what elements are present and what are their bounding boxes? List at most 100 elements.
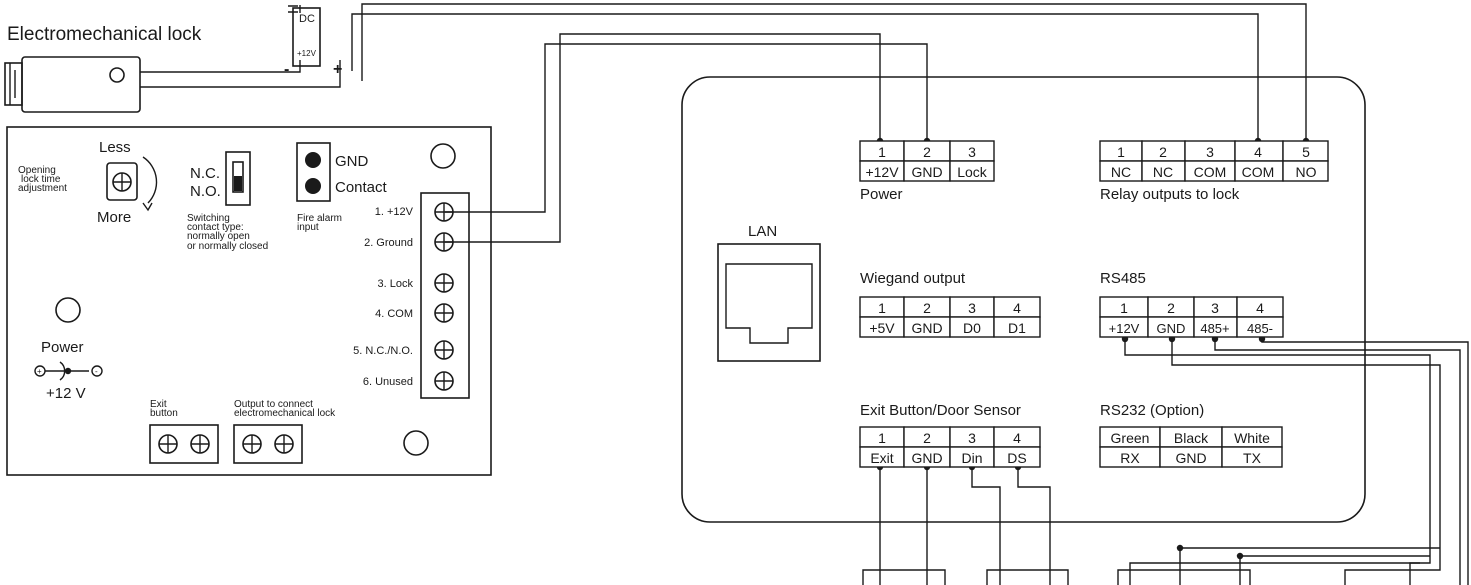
power-pin-name: +12V [865, 164, 899, 180]
lock-title: Electromechanical lock [7, 24, 202, 45]
terminal-screw-icon[interactable] [274, 434, 294, 454]
output-label-2: electromechanical lock [234, 408, 336, 419]
relay-pin: 1 [1117, 144, 1125, 160]
terminal-screw-icon[interactable] [434, 371, 454, 391]
relay-pin: 5 [1302, 144, 1310, 160]
access-reader-board: LAN 1 2 3 +12V GND Lock Power 1 2 3 4 5 … [681, 76, 1366, 523]
exit-sensor-pin-name: Exit [870, 450, 893, 466]
terminal-screw-icon[interactable] [242, 434, 262, 454]
terminal-screw-icon[interactable] [434, 232, 454, 252]
power-minus-sign: - [95, 367, 98, 376]
wiegand-pin-name: D0 [963, 320, 981, 336]
exit-sensor-title: Exit Button/Door Sensor [860, 402, 1021, 419]
adjust-screw-icon[interactable] [112, 172, 132, 192]
rs485-pin-name: +12V [1109, 321, 1140, 336]
rs485-pin-name: 485- [1247, 321, 1273, 336]
wiegand-pin-name: GND [911, 320, 942, 336]
terminal-label: 2. Ground [364, 237, 413, 249]
mounting-hole-icon [403, 430, 429, 456]
power-pin: 2 [923, 144, 931, 160]
rs232-pin-name: TX [1243, 450, 1262, 466]
wiegand-pin: 4 [1013, 300, 1021, 316]
terminal-screw-icon[interactable] [434, 202, 454, 222]
adjust-label-1: Opening [18, 165, 56, 176]
rs232-color: Black [1174, 430, 1209, 446]
rs485-connector: RS485 1 2 3 4 +12V GND 485+ 485- [1099, 270, 1284, 338]
rs485-pin: 3 [1211, 300, 1219, 316]
power-voltage: +12 V [46, 385, 86, 402]
relay-connector-title: Relay outputs to lock [1100, 186, 1240, 203]
exit-sensor-pin-name: Din [961, 450, 982, 466]
power-jack-icon: + - [34, 361, 103, 381]
switch-label-1: Switching [187, 213, 230, 224]
fire-label-2: input [297, 222, 319, 233]
rs232-connector: RS232 (Option) Green Black White RX GND … [1099, 402, 1283, 468]
power-connector-title: Power [860, 186, 903, 203]
switch-label-2: contact type: [187, 222, 244, 233]
mounting-hole-icon [55, 297, 81, 323]
rs485-title: RS485 [1100, 270, 1146, 287]
lan-port-icon[interactable] [717, 243, 821, 362]
terminal-block [420, 192, 470, 399]
relay-pin-name: COM [1242, 164, 1275, 180]
relay-pin-name: NC [1111, 164, 1131, 180]
exit-sensor-pin: 4 [1013, 430, 1021, 446]
power-connector: 1 2 3 +12V GND Lock Power [859, 140, 995, 203]
exit-sensor-connector: Exit Button/Door Sensor 1 2 3 4 Exit GND… [859, 402, 1041, 468]
terminal-screw-icon[interactable] [158, 434, 178, 454]
exit-sensor-pin: 2 [923, 430, 931, 446]
wiegand-pin-name: D1 [1008, 320, 1026, 336]
dc-minus: - [284, 61, 289, 78]
wiegand-pin: 2 [923, 300, 931, 316]
relay-pin: 2 [1159, 144, 1167, 160]
wires [140, 3, 1469, 585]
exit-sensor-pin-name: DS [1007, 450, 1026, 466]
adjust-more: More [97, 209, 131, 226]
relay-pin-name: COM [1194, 164, 1227, 180]
exit-sensor-pin: 3 [968, 430, 976, 446]
terminal-screw-icon[interactable] [434, 340, 454, 360]
terminal-label: 5. N.C./N.O. [353, 345, 413, 357]
lock-screw-icon [109, 67, 125, 83]
terminal-label: 6. Unused [363, 376, 413, 388]
power-pin: 3 [968, 144, 976, 160]
dc-label: DC [299, 13, 315, 25]
rs485-pin-name: 485+ [1200, 321, 1229, 336]
switch-label-4: or normally closed [187, 241, 268, 252]
rs232-color: Green [1111, 430, 1150, 446]
power-plus-sign: + [37, 367, 42, 376]
terminal-screw-icon[interactable] [434, 303, 454, 323]
fire-gnd: GND [335, 153, 369, 170]
rs232-pin-name: GND [1175, 450, 1206, 466]
adjust-less: Less [99, 139, 131, 156]
terminal-screw-icon[interactable] [190, 434, 210, 454]
terminal-screw-icon[interactable] [434, 273, 454, 293]
terminal-label: 4. COM [375, 308, 413, 320]
dc-plus: + [333, 61, 342, 78]
fire-contact-terminal-icon [305, 178, 321, 194]
fire-label-1: Fire alarm [297, 213, 342, 224]
switch-nc: N.C. [190, 165, 220, 182]
terminal-label: 3. Lock [378, 278, 414, 290]
exit-label-2: button [150, 408, 178, 419]
relay-pin: 3 [1206, 144, 1214, 160]
adjust-label-3: adjustment [18, 183, 67, 194]
power-pin-name: GND [911, 164, 942, 180]
contact-type-switch[interactable] [225, 151, 251, 206]
terminal-label: 1. +12V [375, 206, 414, 218]
rs485-pin-name: GND [1157, 321, 1186, 336]
dc-voltage: +12V [297, 49, 317, 58]
exit-label-1: Exit [150, 399, 167, 410]
rs232-title: RS232 (Option) [1100, 402, 1204, 419]
relay-pin-name: NC [1153, 164, 1173, 180]
exit-sensor-pin-name: GND [911, 450, 942, 466]
dc-supply: DC +12V - + [284, 7, 342, 78]
exit-button-terminal [149, 424, 219, 464]
wiegand-title: Wiegand output [860, 270, 966, 287]
wiegand-pin: 3 [968, 300, 976, 316]
rs232-pin-name: RX [1120, 450, 1140, 466]
electromechanical-lock: Electromechanical lock [4, 24, 202, 113]
fire-contact: Contact [335, 179, 388, 196]
switch-label-3: normally open [187, 231, 250, 242]
